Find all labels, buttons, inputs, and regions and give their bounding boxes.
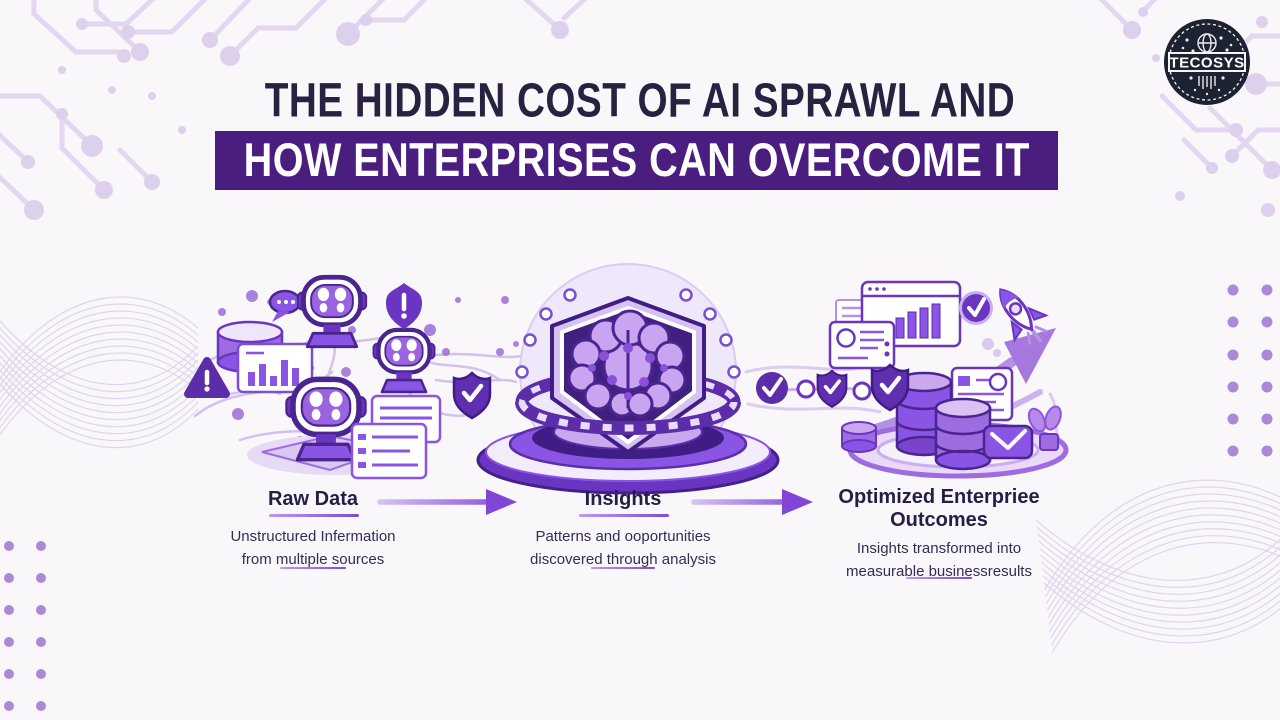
small-cylinder-icon <box>841 421 877 453</box>
stage-outcomes-label: Optimized Enterpriee Outcomes <box>838 486 1040 531</box>
insights-illustration <box>476 263 780 495</box>
logo-lower-dots <box>1189 76 1225 96</box>
flow-arrow-2 <box>691 489 813 515</box>
stage-raw-data-description: Unstructured Infermation from multiple s… <box>230 528 396 568</box>
plant-icon <box>1027 405 1062 451</box>
stage-underline <box>269 514 359 517</box>
envelope-check-icon <box>982 424 1034 460</box>
stage-underline <box>591 567 655 569</box>
stage-raw-data: Raw Data Unstructured Infermation from m… <box>213 488 413 571</box>
stage-outcomes-description: Insights transformed into measurable bus… <box>846 540 1032 580</box>
robot-icon <box>298 277 366 346</box>
stage-underline <box>906 577 972 579</box>
dot-grid-bottom-left <box>4 541 46 711</box>
profile-card-icon <box>828 320 896 370</box>
tecosys-logo: TECOSYS <box>1163 18 1251 106</box>
wave-mesh-left <box>0 296 199 449</box>
stage-outcomes: Optimized Enterpriee Outcomes Insights t… <box>833 486 1045 583</box>
stage-underline <box>280 567 346 569</box>
stage-insights-description: Patterns and ooportunities discovered th… <box>530 528 716 568</box>
robot-icon <box>373 330 434 392</box>
wave-mesh-bottom-right <box>1033 468 1280 661</box>
raw-data-illustration <box>184 277 535 480</box>
logo-text: TECOSYS <box>1169 55 1244 72</box>
check-circle-icon <box>959 291 993 325</box>
check-circle-icon <box>756 372 788 404</box>
growth-arrow-head <box>1004 328 1056 384</box>
check-shield-icon <box>454 373 490 418</box>
alert-shield-icon <box>386 283 422 329</box>
document-card-icon <box>350 422 428 480</box>
title-banner: HOW ENTERPRISES CAN OVERCOME IT <box>215 131 1058 190</box>
bar-chart-card-icon <box>236 342 314 394</box>
check-shield-icon <box>815 368 849 409</box>
logo-globe-icon <box>1197 33 1217 53</box>
database-stack-icon <box>934 397 992 471</box>
logo-circuit-dots <box>1181 36 1233 53</box>
outcomes-illustration <box>744 280 1069 479</box>
title-banner-text: HOW ENTERPRISES CAN OVERCOME IT <box>243 133 1030 187</box>
warning-triangle-icon <box>184 357 230 398</box>
stage-underline <box>579 514 669 517</box>
flow-arrow-1 <box>377 489 517 515</box>
stage-insights: Insights Patterns and ooportunities disc… <box>523 488 723 571</box>
logo-barcode-lines <box>1198 76 1216 89</box>
stage-insights-label: Insights <box>584 488 662 510</box>
speech-bubble-icon <box>268 289 302 322</box>
orbit-nodes <box>515 288 741 379</box>
circuit-pattern-top-left <box>0 0 588 220</box>
circuit-pattern-top-right <box>1098 0 1280 217</box>
page-title: THE HIDDEN COST OF AI SPRAWL AND <box>264 74 1016 128</box>
dot-grid-right <box>1227 284 1273 457</box>
stage-raw-data-label: Raw Data <box>267 488 359 510</box>
rocket-icon <box>999 288 1049 345</box>
brain-shield-icon <box>550 296 706 454</box>
